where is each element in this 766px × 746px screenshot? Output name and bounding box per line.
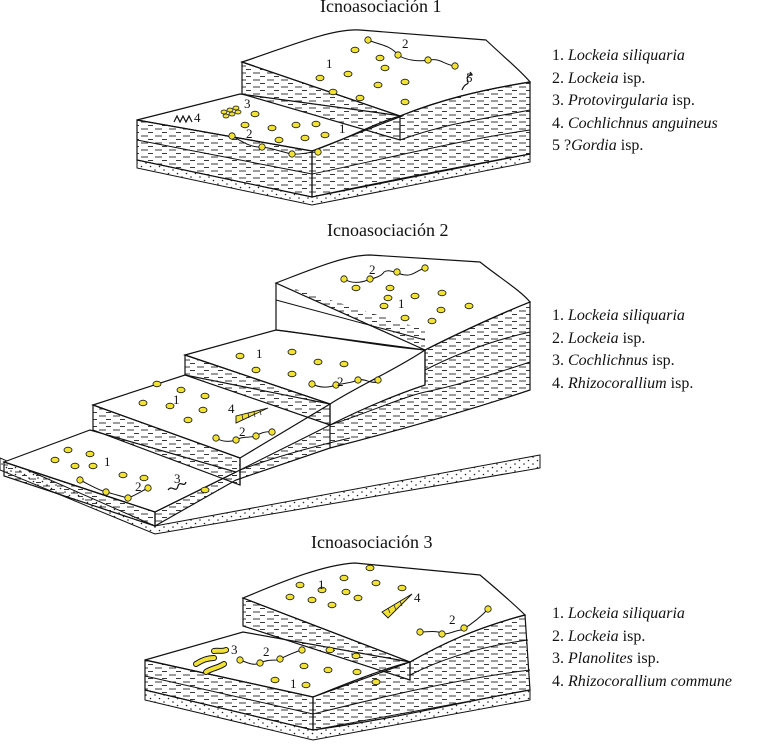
marker-3: 3 (174, 471, 181, 486)
legend-text: isp. (632, 650, 660, 667)
marker-1: 1 (290, 676, 297, 691)
taxon-name: Cochlichnus anguineus (568, 114, 718, 132)
taxon-name: Protovirgularia (568, 92, 669, 109)
marker-2: 2 (246, 126, 253, 141)
legend-item: 1. Lockeia siliquaria (552, 45, 718, 68)
marker-5: 5 (466, 70, 473, 85)
legend-item: 1. Lockeia siliquaria (552, 305, 693, 328)
legend-text: isp. (616, 137, 644, 154)
marker-1: 1 (173, 392, 180, 407)
panel-2-numbers: 2 1 1 2 1 4 2 1 2 3 (104, 262, 405, 494)
panel-2-traces (50, 264, 474, 502)
legend-item: 2. Lockeia isp. (552, 626, 732, 649)
marker-1: 1 (256, 346, 263, 361)
panel-3-numbers: 1 4 2 3 2 1 (231, 577, 456, 691)
panel-1-block (136, 29, 532, 206)
legend-text: 1. (552, 307, 564, 324)
legend-item: 5 ?Gordia isp. (552, 135, 718, 158)
panel-2-legend: 1. Lockeia siliquaria 2. Lockeia isp. 3.… (552, 305, 693, 395)
legend-text: isp. (668, 92, 695, 109)
taxon-name: Lockeia (568, 627, 619, 645)
marker-1: 1 (398, 296, 405, 311)
panel-2-title: Icnoasociación 2 (327, 220, 449, 240)
legend-text: 2. (552, 627, 564, 645)
legend-text: 1. (552, 47, 564, 64)
marker-2: 2 (369, 262, 376, 277)
taxon-name: Rhizocorallium commune (568, 672, 732, 690)
legend-text: 4. (552, 672, 564, 690)
panel-1-legend: 1. Lockeia siliquaria 2. Lockeia isp. 3.… (552, 45, 718, 158)
legend-text: 2. (552, 69, 564, 87)
legend-text: 3. (552, 352, 564, 369)
legend-text: 5 ? (552, 137, 572, 154)
panel-1-title: Icnoasociación 1 (320, 0, 442, 16)
panel-3-legend: 1. Lockeia siliquaria 2. Lockeia isp. 3.… (552, 603, 732, 693)
legend-text: 4. (552, 114, 564, 132)
legend-text: 3. (552, 92, 564, 109)
marker-2: 2 (337, 374, 344, 389)
legend-item: 1. Lockeia siliquaria (552, 603, 732, 626)
legend-item: 2. Lockeia isp. (552, 68, 718, 91)
taxon-name: Lockeia siliquaria (568, 47, 685, 64)
legend-text: 2. (552, 329, 564, 347)
legend-text: 4. (552, 374, 564, 392)
taxon-name: Lockeia (568, 329, 619, 347)
legend-text: isp. (618, 627, 646, 645)
marker-2: 2 (449, 612, 456, 627)
marker-1: 1 (318, 577, 325, 592)
legend-item: 3. Protovirgularia isp. (552, 90, 718, 113)
legend-text: isp. (618, 329, 646, 347)
taxon-name: Cochlichnus (568, 352, 648, 369)
marker-1: 1 (104, 454, 111, 469)
marker-3: 3 (231, 642, 238, 657)
legend-item: 2. Lockeia isp. (552, 328, 693, 351)
legend-text: 3. (552, 650, 564, 667)
legend-text: isp. (666, 374, 694, 392)
marker-1: 1 (326, 56, 333, 71)
taxon-name: Gordia (571, 137, 617, 154)
marker-2: 2 (402, 36, 409, 51)
legend-item: 4. Cochlichnus anguineus (552, 113, 718, 136)
legend-text: 1. (552, 605, 564, 622)
panel-1-traces (173, 36, 473, 158)
marker-4: 4 (228, 401, 235, 416)
panel-1-numbers: 1 2 5 3 4 2 1 (194, 36, 473, 141)
taxon-name: Lockeia siliquaria (568, 605, 685, 622)
marker-4: 4 (414, 590, 421, 605)
legend-item: 4. Rhizocorallium commune (552, 671, 732, 694)
marker-4: 4 (194, 110, 201, 125)
marker-3: 3 (244, 96, 251, 111)
panel-2-block (0, 254, 541, 535)
legend-item: 4. Rhizocorallium isp. (552, 373, 693, 396)
legend-text: isp. (618, 69, 646, 87)
marker-2: 2 (135, 479, 142, 494)
legend-text: isp. (648, 352, 675, 369)
panel-3-traces (193, 564, 492, 689)
marker-2: 2 (263, 644, 270, 659)
panel-3-block (144, 562, 531, 741)
taxon-name: Planolites (568, 650, 633, 667)
taxon-name: Rhizocorallium (568, 374, 667, 392)
marker-1: 1 (339, 121, 346, 136)
legend-item: 3. Planolites isp. (552, 648, 732, 671)
taxon-name: Lockeia siliquaria (568, 307, 685, 324)
legend-item: 3. Cochlichnus isp. (552, 350, 693, 373)
marker-2: 2 (239, 424, 246, 439)
panel-3-title: Icnoasociación 3 (311, 532, 433, 552)
taxon-name: Lockeia (568, 69, 619, 87)
